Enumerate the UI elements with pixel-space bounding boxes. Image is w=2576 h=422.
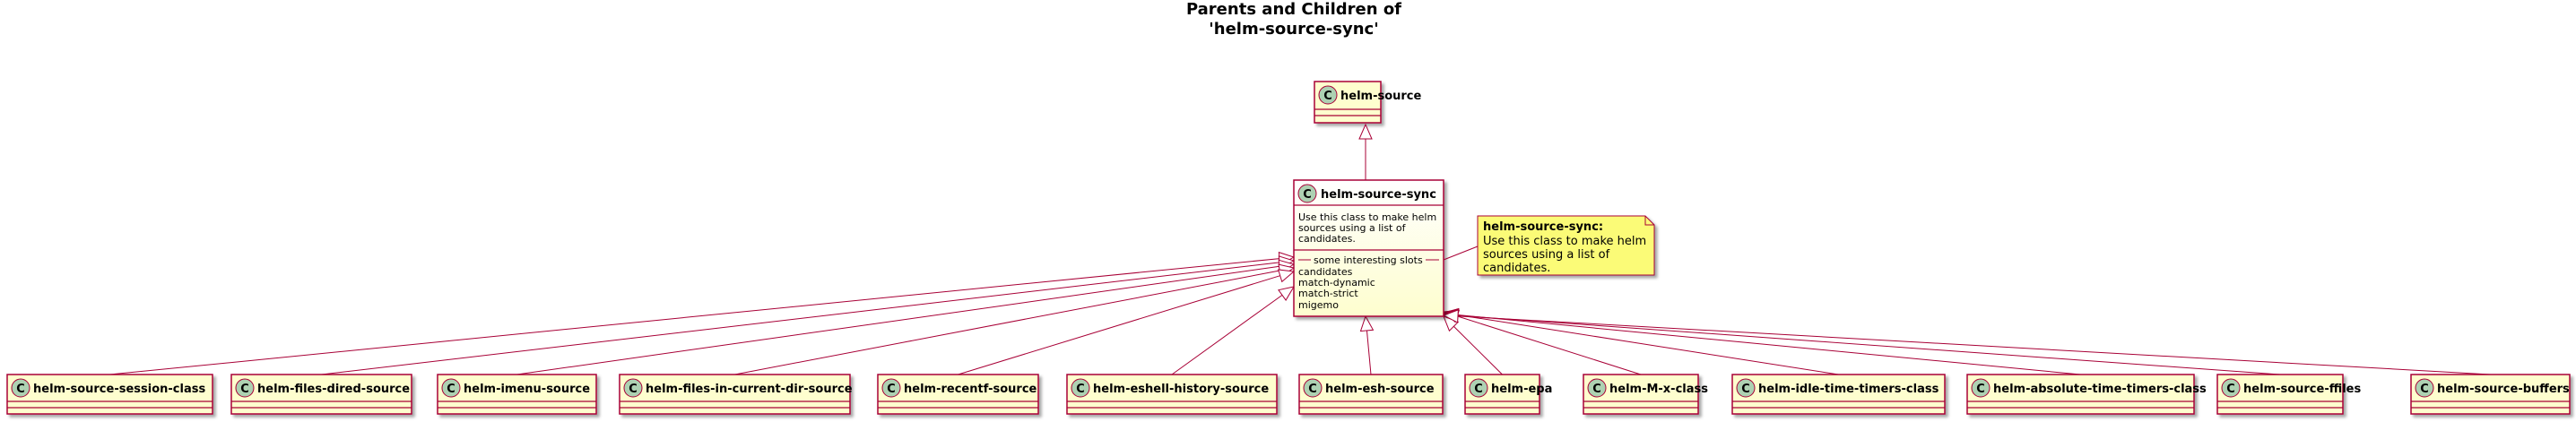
- class-name: helm-idle-time-timers-class: [1758, 383, 1939, 396]
- svg-text:C: C: [1474, 383, 1483, 396]
- svg-text:C: C: [887, 383, 896, 396]
- class-name: helm-source-sync: [1321, 188, 1436, 202]
- class-c-badge-icon: [2415, 378, 2434, 398]
- svg-text:C: C: [1976, 383, 1985, 396]
- parent-class-helm-source[interactable]: C helm-source: [1314, 81, 1422, 124]
- svg-text:C: C: [1308, 383, 1317, 396]
- class-name: helm-eshell-history-source: [1093, 383, 1269, 396]
- class-c-badge-icon: [1071, 378, 1090, 398]
- inheritance-arrow-helm-recentf-source: [958, 269, 1296, 375]
- inheritance-arrow-helm-absolute-time-timers-class: [1442, 307, 2081, 375]
- inheritance-edges: [109, 251, 2491, 375]
- inheritance-arrow-helm-epa: [1443, 315, 1503, 375]
- class-name: helm-source-session-class: [33, 383, 205, 396]
- class-name: helm-absolute-time-timers-class: [1993, 383, 2207, 396]
- svg-text:C: C: [1741, 383, 1750, 396]
- class-c-badge-icon: [235, 378, 255, 398]
- class-name: helm-recentf-source: [904, 383, 1037, 396]
- class-c-badge-icon: [11, 378, 30, 398]
- class-name: helm-source: [1340, 90, 1422, 103]
- inheritance-arrow-helm-eshell-history-source: [1171, 286, 1296, 375]
- inheritance-arrow-helm-m-x-class: [1442, 309, 1642, 375]
- diagram-title-line-1: Parents and Children of: [1186, 0, 1401, 19]
- class-description-line: sources using a list of: [1298, 222, 1407, 234]
- inheritance-arrow-helm-esh-source: [1359, 314, 1375, 375]
- class-name: helm-epa: [1491, 383, 1552, 396]
- class-c-badge-icon: [1469, 378, 1488, 398]
- class-c-badge-icon: [441, 378, 461, 398]
- slot-match-strict: match-strict: [1298, 288, 1358, 299]
- class-description-line: Use this class to make helm: [1298, 211, 1436, 223]
- class-name: helm-imenu-source: [464, 383, 590, 396]
- slot-migemo: migemo: [1298, 299, 1339, 311]
- inheritance-arrow-helm-source-session-class: [109, 251, 1296, 375]
- svg-text:C: C: [629, 383, 637, 396]
- svg-text:C: C: [16, 383, 25, 396]
- class-name: helm-esh-source: [1325, 383, 1435, 396]
- svg-text:C: C: [240, 383, 249, 396]
- class-description-line: candidates.: [1298, 233, 1356, 245]
- svg-text:C: C: [1592, 383, 1601, 396]
- note-line: Use this class to make helm: [1483, 235, 1646, 248]
- svg-text:C: C: [2226, 383, 2235, 396]
- inheritance-arrow-helm-imenu-source: [516, 259, 1296, 375]
- inheritance-arrow-helm-source-buffers: [1442, 309, 2491, 375]
- class-name: helm-M-x-class: [1609, 383, 1708, 396]
- class-c-badge-icon: [1318, 85, 1338, 105]
- class-name: helm-source-ffiles: [2243, 383, 2361, 396]
- class-c-badge-icon: [1971, 378, 1991, 398]
- slot-candidates: candidates: [1298, 266, 1353, 278]
- slots-section-header: some interesting slots: [1314, 254, 1423, 266]
- parent-inheritance-arrow: [1358, 123, 1373, 180]
- class-c-badge-icon: [1297, 184, 1317, 203]
- class-c-badge-icon: [1303, 378, 1323, 398]
- class-name: helm-source-buffers: [2437, 383, 2570, 396]
- class-c-badge-icon: [1587, 378, 1607, 398]
- main-class-helm-source-sync[interactable]: C helm-source-sync Use this class to mak…: [1293, 179, 1444, 317]
- inheritance-arrow-helm-source-ffiles: [1442, 308, 2281, 375]
- svg-text:C: C: [1076, 383, 1085, 396]
- svg-text:C: C: [2420, 383, 2429, 396]
- note-line: candidates.: [1483, 262, 1550, 275]
- svg-text:C: C: [447, 383, 455, 396]
- note-line: sources using a list of: [1483, 248, 1610, 262]
- class-note: helm-source-sync: Use this class to make…: [1443, 215, 1655, 276]
- diagram-title-line-2: 'helm-source-sync': [1209, 20, 1379, 39]
- class-name: helm-files-dired-source: [257, 383, 410, 396]
- class-c-badge-icon: [881, 378, 901, 398]
- class-c-badge-icon: [623, 378, 643, 398]
- svg-text:C: C: [1323, 90, 1332, 103]
- svg-text:C: C: [1303, 188, 1312, 202]
- class-c-badge-icon: [1736, 378, 1756, 398]
- class-c-badge-icon: [2221, 378, 2241, 398]
- inheritance-arrow-helm-files-in-current-dir-source: [734, 263, 1296, 375]
- slot-match-dynamic: match-dynamic: [1298, 277, 1375, 289]
- inheritance-arrow-helm-files-dired-source: [321, 255, 1296, 375]
- note-title: helm-source-sync:: [1483, 220, 1603, 234]
- class-name: helm-files-in-current-dir-source: [646, 383, 853, 396]
